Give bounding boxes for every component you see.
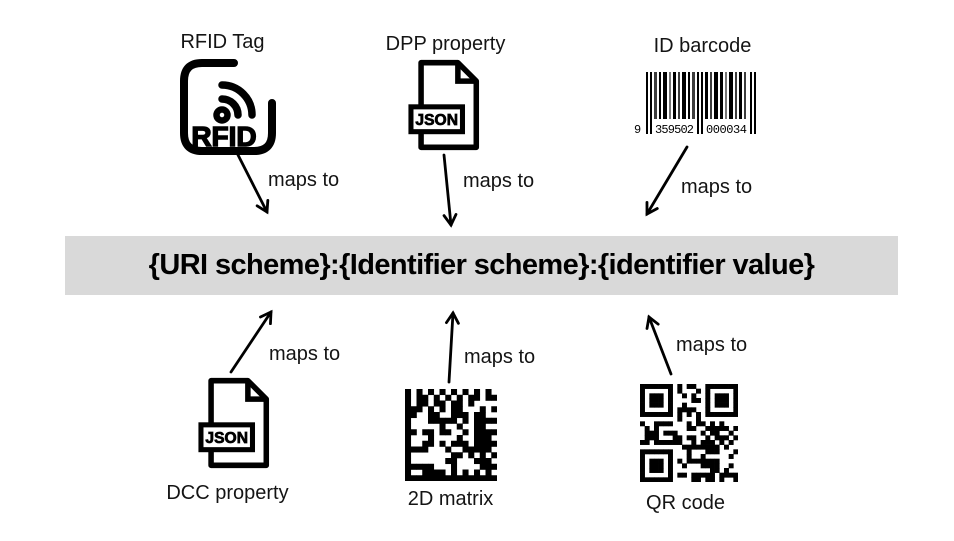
arrow-rfid-to-uri: [234, 149, 270, 215]
maps-to-label-matrix: maps to: [464, 346, 536, 368]
2d-matrix-label: 2D matrix: [407, 488, 494, 510]
arrow-dcc-to-uri: [229, 309, 273, 374]
dpp-icon-text: JSON: [415, 112, 458, 129]
barcode-digit-group1: 359502: [655, 123, 694, 137]
arrow-dpp-to-uri: [442, 153, 458, 228]
rfid-wave-inner: [218, 95, 242, 119]
datamatrix-cells: [405, 389, 497, 481]
dcc-icon-text: JSON: [205, 430, 248, 447]
json-badge: [408, 104, 466, 135]
uri-scheme-text: {URI scheme}:{Identifier scheme}:{identi…: [148, 249, 815, 281]
page-fold: [245, 382, 265, 402]
qr-cells: [640, 384, 738, 482]
rfid-tag-icon: RFID: [180, 59, 276, 155]
uri-scheme-banner: {URI scheme}:{Identifier scheme}:{identi…: [65, 236, 898, 295]
maps-to-label-rfid: maps to: [268, 169, 340, 191]
dpp-property-label: DPP property: [385, 33, 506, 55]
barcode-icon: 9 359502 000034: [634, 72, 756, 137]
maps-to-label-dcc: maps to: [269, 343, 341, 365]
barcode-bars: [646, 72, 756, 134]
maps-to-label-dpp: maps to: [463, 170, 535, 192]
dcc-json-file-icon: JSON: [198, 377, 270, 469]
maps-to-label-barcode: maps to: [681, 176, 753, 198]
rfid-tag-label: RFID Tag: [180, 31, 265, 53]
dcc-property-label: DCC property: [166, 482, 289, 504]
maps-to-label-qr: maps to: [676, 334, 748, 356]
json-badge: [198, 422, 256, 453]
qr-code-label: QR code: [646, 492, 725, 514]
barcode-digit-lead: 9: [634, 123, 641, 137]
barcode-digit-group2: 000034: [706, 123, 747, 137]
rfid-wave-outer: [218, 81, 256, 119]
qr-code-icon: [640, 384, 738, 482]
arrow-matrix-to-uri: [445, 310, 460, 384]
datamatrix-icon: [405, 389, 497, 481]
rfid-icon-text: RFID: [191, 121, 256, 152]
id-barcode-label: ID barcode: [653, 35, 752, 57]
arrow-qr-to-uri: [645, 314, 673, 376]
rfid-dot: [213, 106, 231, 124]
dpp-json-file-icon: JSON: [408, 59, 480, 151]
page-fold: [455, 64, 475, 84]
